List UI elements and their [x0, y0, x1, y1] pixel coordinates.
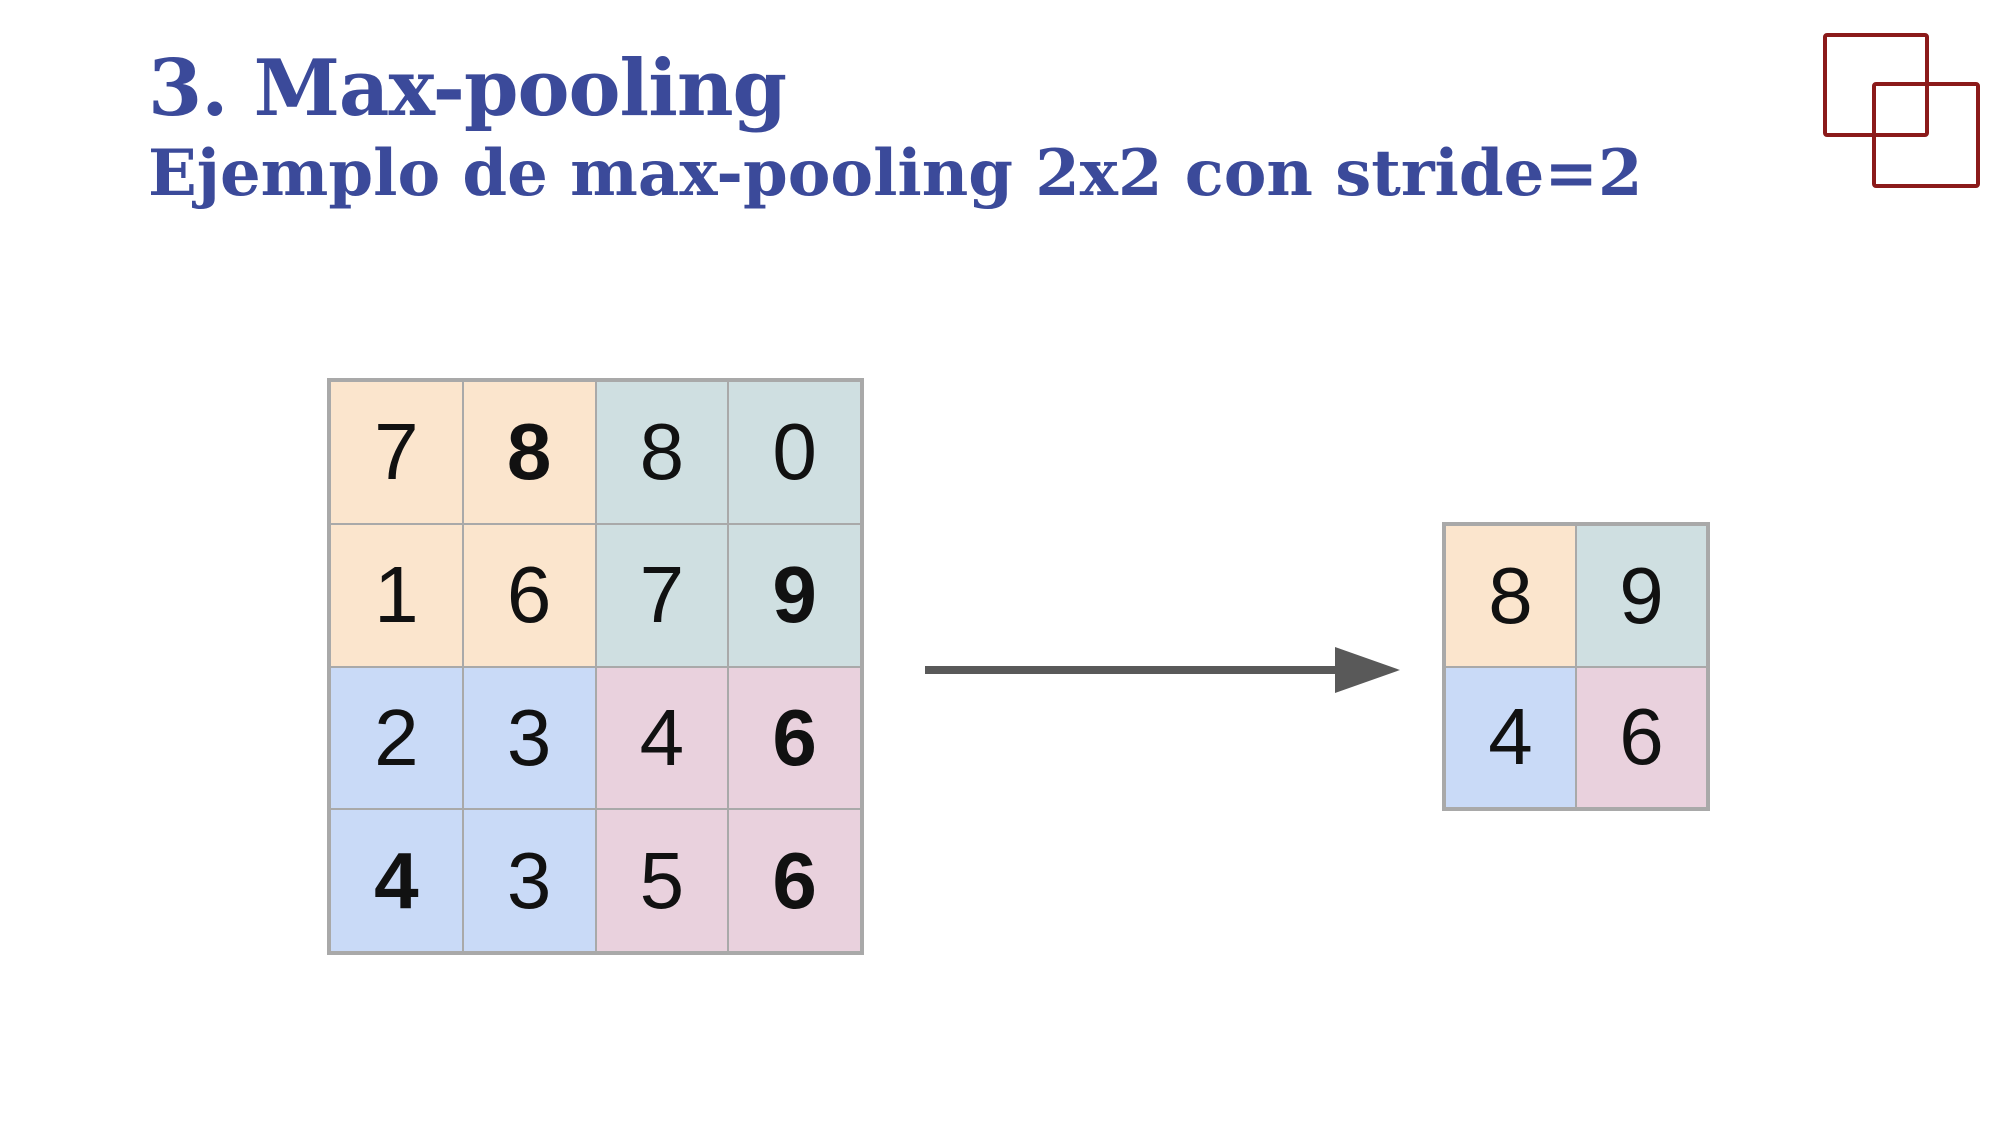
input-cell: 0 — [728, 381, 861, 524]
slide-subtitle: Ejemplo de max-pooling 2x2 con stride=2 — [148, 136, 1643, 211]
input-cell: 7 — [330, 381, 463, 524]
output-cell: 9 — [1576, 525, 1707, 667]
right-arrow-icon — [925, 647, 1400, 693]
output-cell: 6 — [1576, 666, 1707, 808]
input-cell: 7 — [595, 523, 729, 667]
output-matrix: 8 9 4 6 — [1442, 522, 1710, 811]
input-cell: 9 — [728, 523, 861, 667]
input-cell: 5 — [595, 809, 729, 952]
input-cell: 3 — [462, 809, 596, 952]
slide-title: 3. Max-pooling — [148, 43, 787, 134]
input-cell: 4 — [595, 666, 729, 810]
input-cell: 2 — [330, 666, 463, 810]
input-cell: 4 — [330, 809, 463, 952]
input-cell: 6 — [728, 666, 861, 810]
input-cell: 6 — [462, 523, 596, 667]
input-cell: 1 — [330, 523, 463, 667]
input-cell: 6 — [728, 809, 861, 952]
input-matrix: 7 8 8 0 1 6 7 9 2 3 4 6 4 3 5 6 — [327, 378, 864, 955]
input-cell: 3 — [462, 666, 596, 810]
output-cell: 4 — [1445, 666, 1576, 808]
output-cell: 8 — [1445, 525, 1576, 667]
input-cell: 8 — [595, 381, 729, 524]
overlapping-squares-logo-icon — [1823, 33, 1980, 188]
input-cell: 8 — [462, 381, 596, 524]
